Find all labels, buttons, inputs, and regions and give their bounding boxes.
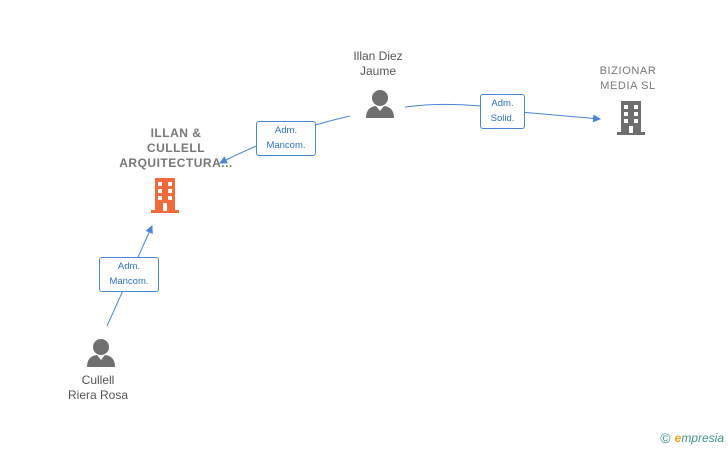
company-name-line-2: CULLELL [146, 141, 206, 155]
copyright-symbol: © [660, 430, 671, 446]
edge-label-adm-mancom[interactable]: Adm. Mancom. [256, 121, 316, 156]
person-icon[interactable] [364, 89, 396, 119]
company-label-illan-cullell[interactable]: ILLAN & CULLELL ARQUITECTURA... [96, 126, 256, 171]
building-icon[interactable] [148, 177, 182, 213]
edge-label-line-2: Mancom. [266, 140, 306, 151]
building-icon[interactable] [614, 100, 648, 136]
person-name-line-1: Cullell [81, 373, 115, 387]
company-label-bizionar[interactable]: BIZIONAR MEDIA SL [578, 64, 678, 94]
edge-label-line-1: Adm. [274, 125, 298, 136]
person-label-cullell-riera[interactable]: Cullell Riera Rosa [48, 373, 148, 403]
company-name-line-2: MEDIA SL [600, 80, 656, 92]
person-name-line-2: Riera Rosa [67, 388, 129, 402]
company-name-line-3: ARQUITECTURA... [119, 156, 233, 170]
person-label-illan-diez[interactable]: Illan Diez Jaume [328, 49, 428, 79]
brand-rest: mpresia [681, 431, 724, 445]
empresia-watermark: © empresia [660, 430, 724, 446]
person-name-line-2: Jaume [359, 64, 397, 78]
edge-label-adm-mancom[interactable]: Adm. Mancom. [99, 257, 159, 292]
person-icon[interactable] [85, 338, 117, 368]
company-name-line-1: ILLAN & [150, 126, 202, 140]
edge-label-line-1: Adm. [117, 261, 141, 272]
empresia-logo: empresia [675, 431, 724, 445]
brand-initial: e [674, 431, 682, 445]
edge-label-line-2: Mancom. [109, 276, 149, 287]
edge-label-line-1: Adm. [491, 98, 514, 109]
edge-label-adm-solid[interactable]: Adm. Solid. [480, 94, 525, 129]
person-name-line-1: Illan Diez [353, 49, 403, 63]
edge-label-line-2: Solid. [490, 113, 515, 124]
company-name-line-1: BIZIONAR [599, 65, 657, 77]
